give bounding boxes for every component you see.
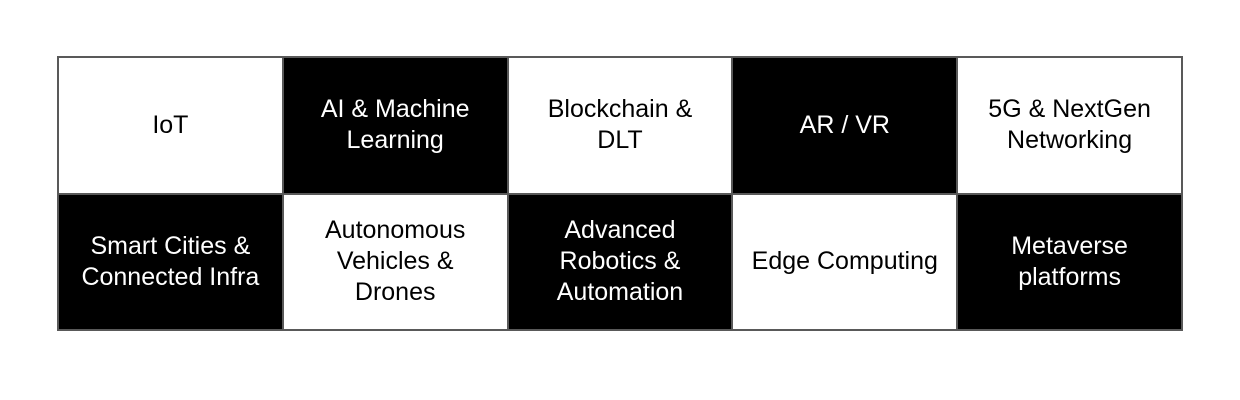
grid-cell-label: IoT (152, 110, 189, 139)
grid-cell-metaverse-platforms: Metaverse platforms (958, 194, 1181, 329)
grid-cell-label: Blockchain & DLT (547, 95, 693, 155)
grid-cell-label: Advanced Robotics & Automation (556, 216, 684, 307)
grid-cell-ai-machine-learning: AI & Machine Learning (283, 58, 507, 193)
grid-cell-label: Edge Computing (751, 247, 938, 276)
grid-cell-autonomous-vehicles-drones: Autonomous Vehicles & Drones (283, 194, 507, 329)
grid-cell-label: Autonomous Vehicles & Drones (325, 216, 466, 307)
grid-cell-ar-vr: AR / VR (733, 58, 957, 193)
grid-cell-label: Smart Cities & Connected Infra (81, 231, 260, 291)
grid-cell-5g-nextgen-networking: 5G & NextGen Networking (958, 58, 1181, 193)
grid-cell-blockchain-dlt: Blockchain & DLT (508, 58, 732, 193)
grid-cell-label: Metaverse platforms (1011, 231, 1128, 291)
grid-cell-label: AR / VR (799, 110, 890, 139)
grid-cell-advanced-robotics-automation: Advanced Robotics & Automation (508, 194, 732, 329)
grid-cell-iot: IoT (59, 58, 282, 193)
grid-cell-smart-cities-connected-infra: Smart Cities & Connected Infra (59, 194, 282, 329)
grid-cell-edge-computing: Edge Computing (733, 194, 957, 329)
grid-cell-label: 5G & NextGen Networking (988, 95, 1151, 155)
grid-cell-label: AI & Machine Learning (320, 95, 470, 155)
tech-grid: IoT AI & Machine Learning Blockchain & DLT… (57, 56, 1183, 331)
